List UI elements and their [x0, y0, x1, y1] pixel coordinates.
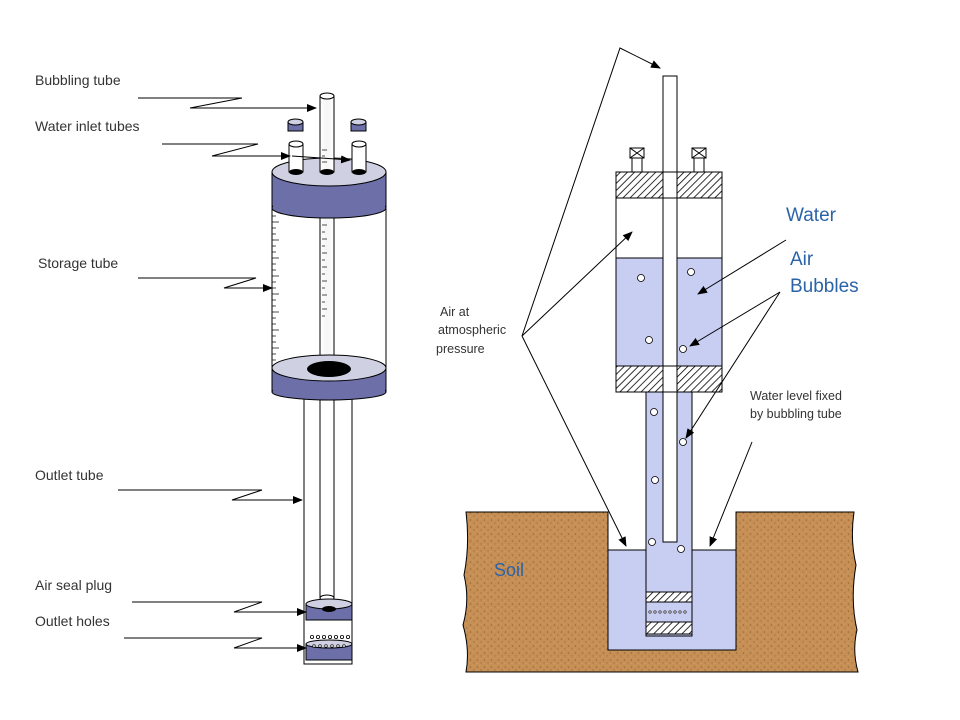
- arrow-outlet-holes: [124, 637, 307, 652]
- label-air-bubbles-line2: Bubbles: [790, 276, 859, 297]
- soil: [462, 511, 859, 673]
- arrow-bubbles-1: [689, 291, 781, 347]
- label-air-bubbles-line1: Air: [790, 249, 814, 270]
- arrow-water-inlet-tubes-2: [291, 155, 351, 164]
- label-air-seal-plug: Air seal plug: [35, 577, 113, 593]
- arrow-storage-tube: [138, 277, 273, 292]
- arrow-water-inlet-tubes: [162, 143, 291, 160]
- right-arrows: [521, 47, 787, 547]
- label-air-at-line1: Air at: [440, 305, 470, 319]
- lower-bubbling-tube: [662, 391, 678, 543]
- label-air-at-line3: pressure: [436, 342, 485, 356]
- air-seal-plug: [305, 598, 353, 621]
- outlet-tube: [303, 385, 353, 665]
- water-inlet-tube-left: [287, 118, 304, 175]
- label-bubbling-tube: Bubbling tube: [35, 72, 121, 88]
- outlet-holes: [305, 635, 353, 661]
- arrow-air-soil: [521, 335, 627, 547]
- storage-scale-center: [322, 224, 327, 317]
- air-bubbles: [637, 268, 695, 553]
- label-water-level-line1: Water level fixed: [750, 389, 842, 403]
- outlet-hole-dots-bottom: [312, 644, 346, 648]
- outlet-hole-dots-top: [309, 635, 350, 640]
- lower-outlet-dots: [648, 610, 687, 614]
- label-outlet-holes: Outlet holes: [35, 613, 110, 629]
- arrow-bubbles-2: [685, 291, 781, 439]
- apparatus: [271, 92, 387, 665]
- storage-bottom-cap: [271, 354, 387, 401]
- bubbling-tube: [319, 92, 335, 175]
- inlet-stub-left: [629, 147, 645, 173]
- arrow-air-seal-plug: [132, 601, 307, 616]
- label-water-level-line2: by bubbling tube: [750, 407, 842, 421]
- arrow-bubbling-tube: [138, 97, 317, 112]
- inlet-stub-right: [691, 147, 707, 173]
- water-inlet-tube-right: [350, 118, 367, 175]
- lower-hatch-plug-bottom: [645, 621, 693, 635]
- left-arrows: [118, 97, 351, 652]
- label-outlet-tube: Outlet tube: [35, 467, 104, 483]
- label-water: Water: [786, 205, 836, 226]
- label-water-inlet-tubes: Water inlet tubes: [35, 118, 140, 134]
- upper-bubbling-tube: [662, 75, 678, 367]
- lower-hatch-plug: [645, 591, 693, 603]
- arrow-air-chamber: [521, 231, 633, 337]
- storage-scale-left: [272, 209, 279, 361]
- arrow-air-top: [521, 47, 661, 337]
- installed-schematic: [462, 75, 859, 673]
- inlet-cap-right: [350, 118, 367, 132]
- inlet-cap-left: [287, 118, 304, 132]
- label-air-at-line2: atmospheric: [438, 323, 507, 337]
- arrow-water: [697, 239, 787, 295]
- label-storage-tube: Storage tube: [38, 255, 119, 271]
- arrow-water-level: [709, 441, 753, 547]
- label-soil: Soil: [494, 560, 525, 580]
- arrow-outlet-tube: [118, 489, 303, 504]
